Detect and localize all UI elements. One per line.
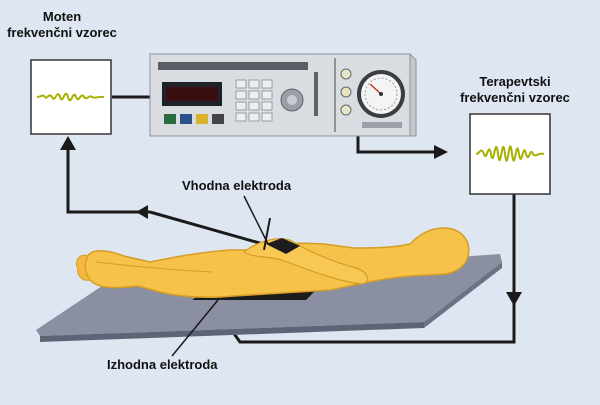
- label-terapevtski-pattern: Terapevtski frekvenčni vzorec: [430, 74, 600, 106]
- label-input-electrode: Vhodna elektroda: [182, 178, 292, 193]
- terapevtski-wave: [475, 145, 545, 162]
- input-electrode: [263, 217, 300, 254]
- terapevtski-pattern-box: [469, 113, 551, 195]
- label-moten-line2: frekvenčni vzorec: [7, 25, 117, 40]
- label-moten-pattern: Moten frekvenčni vzorec: [0, 9, 124, 41]
- gauge-dial-icon: [357, 70, 405, 118]
- label-output-electrode: Izhodna elektroda: [107, 357, 218, 372]
- arrow-up-moten: [60, 136, 76, 150]
- label-moten-line1: Moten: [42, 9, 82, 24]
- moten-pattern-box: [30, 59, 112, 135]
- patient-body: [75, 227, 470, 298]
- pointer-output-electrode: [171, 299, 219, 357]
- arrowheads: [60, 136, 522, 306]
- arrow-left-input: [136, 205, 148, 219]
- bioresonance-device-icon: [149, 53, 417, 137]
- line-input-electrode: [149, 210, 271, 248]
- pointer-input-electrode: [243, 195, 269, 245]
- arrow-right-terapevtski: [434, 145, 448, 159]
- line-input-to-moten: [66, 145, 150, 214]
- line-device-to-terapevtski: [356, 136, 440, 154]
- keypad-icon: [235, 79, 273, 122]
- label-terapevtski-line1: Terapevtski: [479, 74, 551, 89]
- label-terapevtski-line2: frekvenčni vzorec: [460, 90, 570, 105]
- moten-wave: [36, 92, 105, 102]
- arrow-down-output: [506, 292, 522, 306]
